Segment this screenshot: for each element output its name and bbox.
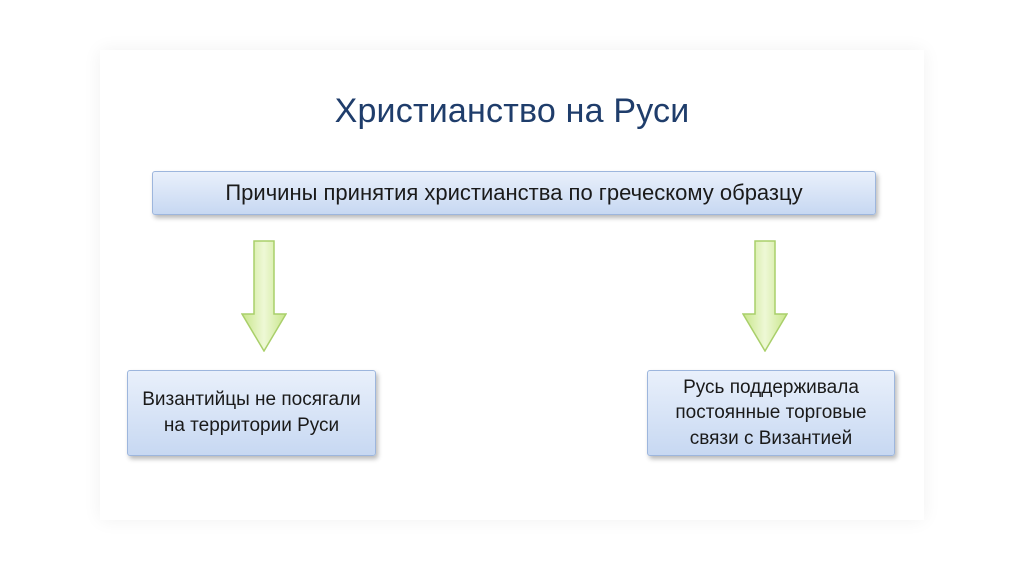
reason-box-trade-ties: Русь поддерживала постоянные торговые св… [647, 370, 895, 456]
reasons-box: Причины принятия христианства по греческ… [152, 171, 876, 215]
reasons-label: Причины принятия христианства по греческ… [225, 180, 803, 205]
arrow-down-icon [742, 240, 788, 352]
page-title: Христианство на Руси [334, 92, 690, 130]
reason-box-byzantine-no-claims: Византийцы не посягали на территории Рус… [127, 370, 376, 456]
arrow-down-icon [241, 240, 287, 352]
reason-label-left: Византийцы не посягали на территории Рус… [142, 389, 361, 436]
reason-label-right: Русь поддерживала постоянные торговые св… [675, 376, 867, 449]
